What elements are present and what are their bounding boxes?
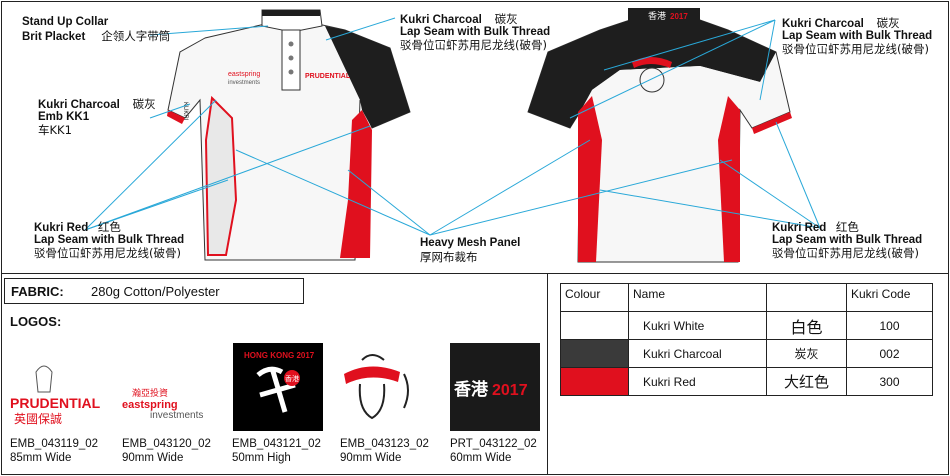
charcoal-back-callout: Kukri Charcoal 碳灰: [782, 17, 900, 31]
charcoal-front-seam: Lap Seam with Bulk Thread: [400, 26, 551, 38]
charcoal-emb-code: Emb KK1: [38, 111, 90, 123]
colour-name: Kukri White: [628, 311, 767, 340]
logo4-caption: EMB_043123_02 90mm Wide: [340, 437, 429, 465]
svg-text:香港: 香港: [648, 10, 666, 22]
fabric-box: FABRIC: 280g Cotton/Polyester: [4, 278, 304, 304]
logo3-brand: HONG KONG 2017: [244, 351, 315, 360]
charcoal-back-seam: Lap Seam with Bulk Thread: [782, 30, 933, 42]
red-front-cn1: 红色: [97, 220, 121, 234]
mesh-callout-cn: 厚网布裁布: [420, 250, 478, 264]
charcoal-front-cn1: 碳灰: [494, 12, 518, 26]
logos-title: LOGOS:: [10, 314, 62, 329]
red-front-callout: Kukri Red 红色: [34, 221, 121, 235]
svg-text:eastspring: eastspring: [228, 71, 260, 78]
logo4-size: 90mm Wide: [340, 452, 402, 464]
red-back-line1: Kukri Red: [772, 222, 827, 234]
charcoal-back-cn1: 碳灰: [876, 16, 900, 30]
logo5-caption: PRT_043122_02 60mm Wide: [450, 437, 537, 465]
charcoal-emb-cn2: 车KK1: [38, 123, 72, 137]
charcoal-back-line1: Kukri Charcoal: [782, 18, 864, 30]
charcoal-back-seam-cn: 驳骨位冚虾苏用尼龙线(破骨): [782, 42, 929, 56]
red-back-seam: Lap Seam with Bulk Thread: [772, 234, 923, 246]
logo5-size: 60mm Wide: [450, 452, 512, 464]
red-back-cn1: 红色: [835, 220, 859, 234]
red-front-line1: Kukri Red: [34, 222, 89, 234]
logo5-brand-cn: 香港: [454, 379, 489, 400]
colour-code: 100: [846, 311, 933, 340]
colour-code: 300: [846, 367, 933, 396]
charcoal-emb-callout: Kukri Charcoal 碳灰: [38, 98, 156, 112]
logo1-size: 85mm Wide: [10, 452, 72, 464]
logo3-size: 50mm High: [232, 452, 291, 464]
colour-swatch: [560, 311, 629, 340]
logo2-caption: EMB_043120_02 90mm Wide: [122, 437, 211, 465]
logo1-caption: EMB_043119_02 85mm Wide: [10, 437, 98, 465]
colour-table-header: Colour Name Kukri Code: [560, 283, 933, 312]
logo1-brand: PRUDENTIAL: [10, 395, 101, 411]
charcoal-front-seam-cn: 驳骨位冚虾苏用尼龙线(破骨): [400, 38, 547, 52]
fabric-value: 280g Cotton/Polyester: [91, 284, 220, 299]
colour-swatch: [560, 367, 629, 396]
logo2-code: EMB_043120_02: [122, 438, 211, 450]
charcoal-front-line1: Kukri Charcoal: [400, 14, 482, 26]
colour-table: Colour Name Kukri Code Kukri White 白色 10…: [560, 283, 933, 396]
eastspring-logo: 瀚亞投資 eastspring investments: [122, 387, 203, 421]
charcoal-emb-line1: Kukri Charcoal: [38, 99, 120, 111]
headband-face-logo: [344, 354, 409, 420]
header-colour: Colour: [560, 283, 629, 312]
collar-callout-line1: Stand Up Collar: [22, 16, 109, 28]
colour-name: Kukri Red: [628, 367, 767, 396]
logo3-brand-cn: 香港: [285, 374, 299, 383]
logo2-size: 90mm Wide: [122, 452, 184, 464]
table-row: Kukri White 白色 100: [560, 311, 933, 340]
logo5-code: PRT_043122_02: [450, 438, 537, 450]
shirt-drawings: eastspring investments PRUDENTIAL KUKRI …: [84, 8, 821, 263]
logo3-caption: EMB_043121_02 50mm High: [232, 437, 321, 465]
mesh-callout: Heavy Mesh Panel: [420, 237, 521, 249]
colour-name-cn: 大红色: [766, 367, 847, 396]
collar-callout-cn: 企领人字带筒: [101, 29, 171, 43]
red-front-seam: Lap Seam with Bulk Thread: [34, 234, 185, 246]
logo5-brand: 2017: [492, 382, 528, 399]
logo3-code: EMB_043121_02: [232, 438, 321, 450]
front-shirt: eastspring investments PRUDENTIAL KUKRI: [167, 9, 411, 261]
charcoal-emb-cn1: 碳灰: [132, 97, 156, 111]
collar-callout-line2: Brit Placket: [22, 31, 86, 43]
colour-swatch: [560, 339, 629, 368]
placket-callout: Brit Placket 企领人字带筒: [22, 30, 170, 44]
logo1-brand-cn: 英國保誠: [14, 412, 62, 426]
table-row: Kukri Charcoal 炭灰 002: [560, 339, 933, 368]
red-front-seam-cn: 驳骨位冚虾苏用尼龙线(破骨): [34, 246, 181, 260]
svg-text:KUKRI: KUKRI: [182, 102, 188, 121]
prudential-logo: PRUDENTIAL 英國保誠: [10, 365, 101, 426]
logo2-brand: eastspring: [122, 399, 178, 411]
colour-name: Kukri Charcoal: [628, 339, 767, 368]
collar-callout: Stand Up Collar: [22, 16, 108, 29]
svg-text:2017: 2017: [670, 12, 688, 21]
red-back-callout: Kukri Red 红色: [772, 221, 859, 235]
red-back-seam-cn: 驳骨位冚虾苏用尼龙线(破骨): [772, 246, 919, 260]
hongkong-badge-logo: HONG KONG 2017 香港: [233, 343, 323, 431]
colour-name-cn: 白色: [766, 311, 847, 340]
colour-name-cn: 炭灰: [766, 339, 847, 368]
svg-text:investments: investments: [228, 80, 260, 86]
logo4-code: EMB_043123_02: [340, 438, 429, 450]
leader-lines: [84, 17, 821, 236]
colour-code: 002: [846, 339, 933, 368]
colour-frame: [547, 273, 949, 475]
charcoal-front-callout: Kukri Charcoal 碳灰: [400, 13, 518, 27]
header-code: Kukri Code: [846, 283, 933, 312]
back-shirt: 香港 2017: [527, 8, 792, 263]
fabric-label: FABRIC:: [11, 284, 64, 299]
header-cn: [766, 283, 847, 312]
svg-text:PRUDENTIAL: PRUDENTIAL: [305, 73, 351, 80]
table-row: Kukri Red 大红色 300: [560, 367, 933, 396]
logo2-brand-cn: 瀚亞投資: [132, 387, 168, 399]
logo2-brand2: investments: [150, 410, 203, 421]
logo1-code: EMB_043119_02: [10, 438, 99, 450]
header-name: Name: [628, 283, 767, 312]
hongkong-2017-print-logo: 香港 2017: [450, 343, 540, 431]
